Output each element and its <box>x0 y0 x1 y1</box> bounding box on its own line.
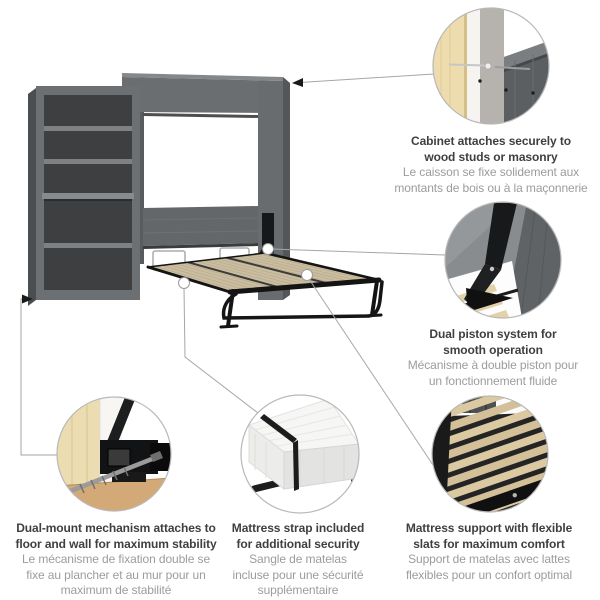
slat-frame-rail <box>432 464 548 512</box>
callout-dot-flexible-slats <box>301 269 313 281</box>
murphy-bed-illustration <box>28 73 384 329</box>
vignette-flexible-slats <box>431 395 549 513</box>
callout-dot-piston <box>262 243 274 255</box>
bed-handle-bar <box>221 280 384 320</box>
bed-metal-frame <box>146 251 384 329</box>
callout-line-mattress-strap <box>183 287 259 414</box>
callout-arrow-dual-mount <box>22 294 33 304</box>
vignette-mattress-strap <box>240 394 360 514</box>
lag-screw <box>448 63 487 67</box>
vignette-wall-attachment <box>432 7 550 125</box>
vignette-ring <box>444 201 562 319</box>
bed-platform <box>146 251 384 329</box>
vignette-ring <box>432 7 550 125</box>
mattress-strap <box>260 414 299 491</box>
piston-arm <box>485 203 517 270</box>
support-rod <box>106 397 136 447</box>
callout-line-flexible-slats <box>306 275 434 466</box>
bookcase <box>28 86 140 306</box>
vignette-ring <box>240 394 360 514</box>
quilt-lines <box>255 406 353 447</box>
callout-connectors <box>20 73 446 466</box>
callout-line-wall-attachment <box>299 73 435 83</box>
callout-line-piston <box>271 248 446 256</box>
mattress <box>247 398 359 491</box>
bed-leg <box>370 279 379 317</box>
lag-screw <box>494 66 531 70</box>
callout-line-dual-mount <box>20 298 57 456</box>
callout-dot-mattress-strap <box>178 277 190 289</box>
cabinet-back-panel <box>143 206 258 246</box>
vignette-ring <box>56 396 172 512</box>
callout-arrow-wall-attachment <box>292 78 303 87</box>
vignette-ring <box>431 395 549 513</box>
vignette-dual-mount <box>56 396 172 512</box>
bookcase-shelves <box>42 126 134 248</box>
vignette-piston <box>444 201 562 319</box>
